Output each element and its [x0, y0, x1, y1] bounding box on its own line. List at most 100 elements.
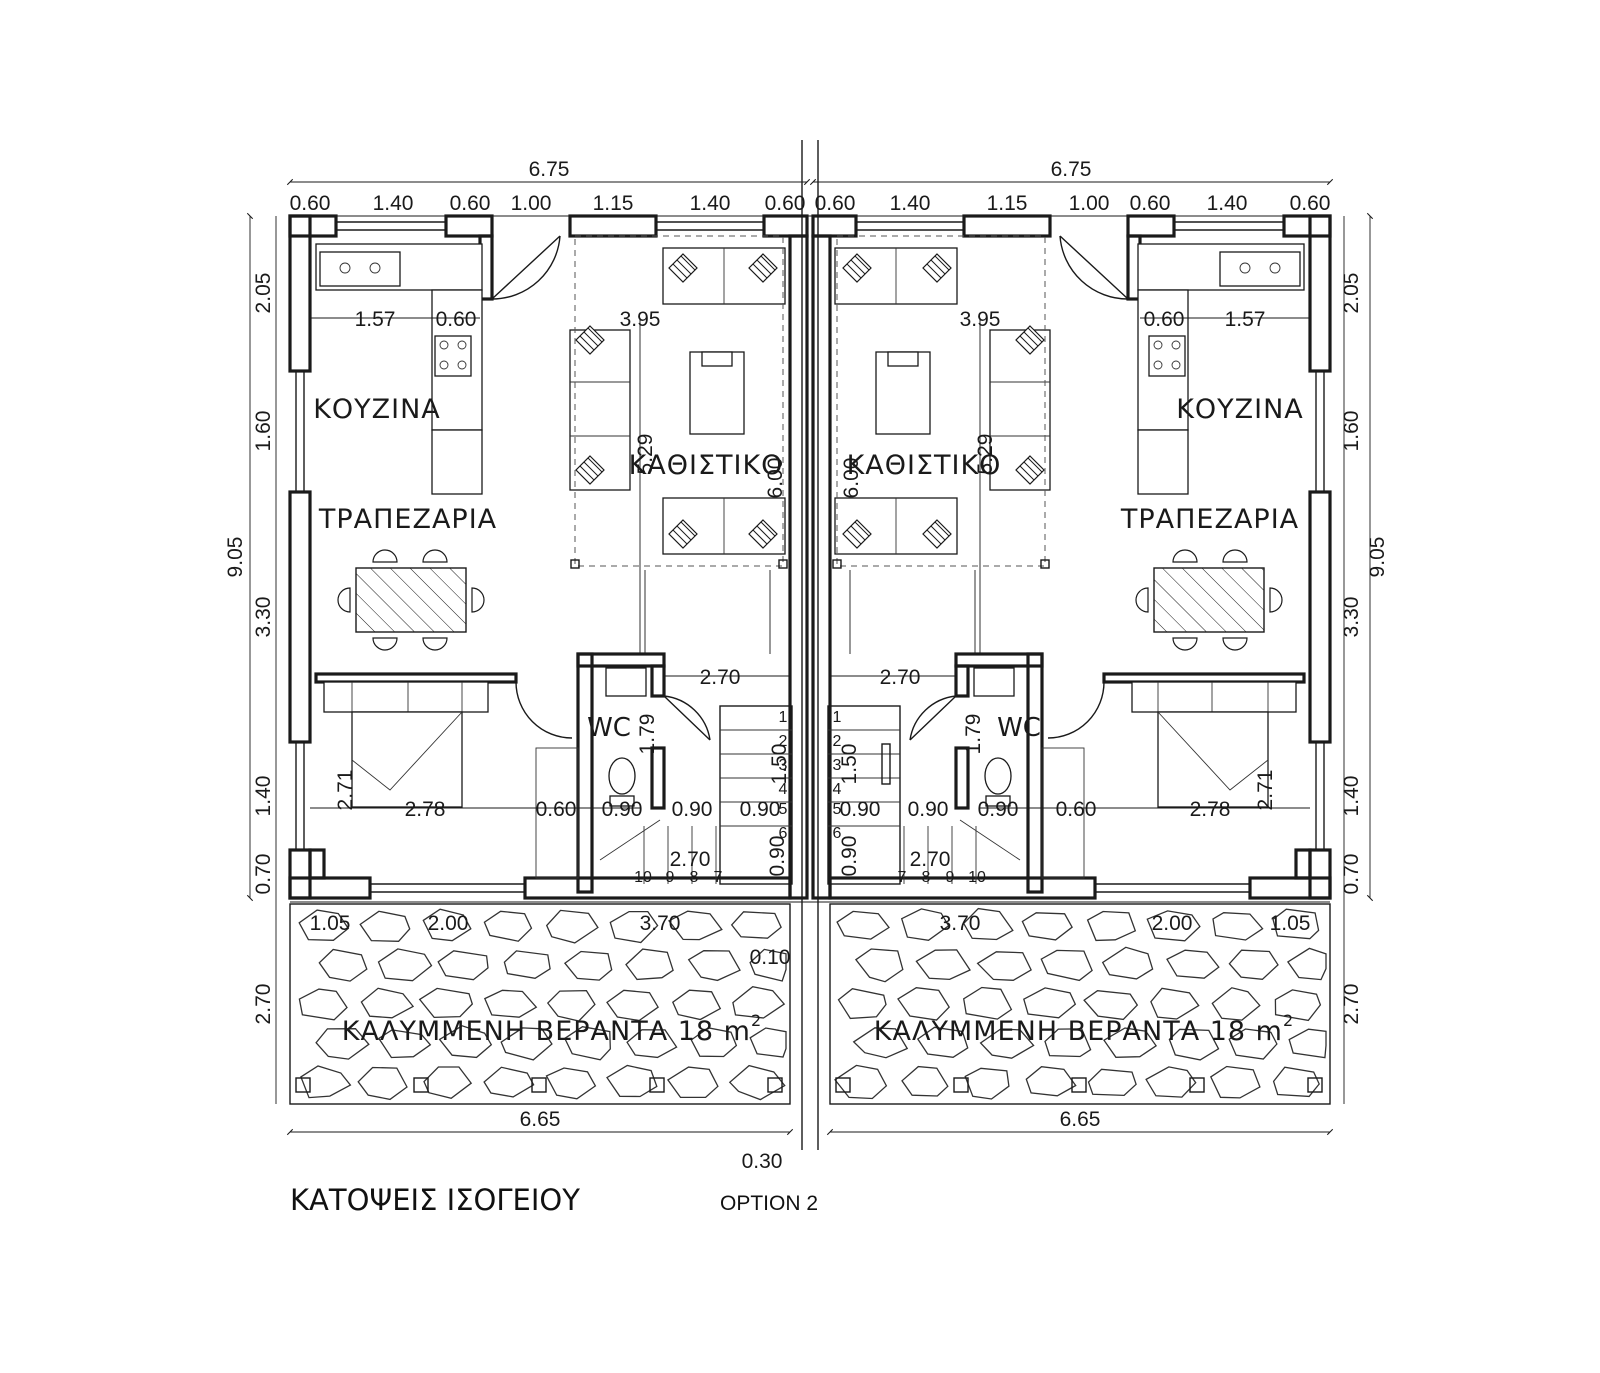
paving-stone [298, 909, 350, 941]
dim-bottom-total-right: 6.65 [1060, 1108, 1101, 1131]
paving-stone [668, 910, 723, 941]
paving-stone [377, 948, 433, 982]
paving-stone [1288, 1028, 1327, 1059]
dim-landing: 2.70 [910, 848, 951, 871]
paving-stone [360, 987, 415, 1019]
chair [1172, 637, 1198, 651]
wall [568, 214, 658, 238]
paving-stone [897, 987, 951, 1021]
room-label-dining: ΤΡΑΠΕΖΑΡΙΑ [1120, 504, 1299, 535]
wall [954, 664, 970, 698]
paving-stone [1209, 1065, 1261, 1099]
dim-wc-h: 1.79 [636, 714, 659, 755]
dim-top-seg: 0.60 [1290, 192, 1331, 215]
step-number: 7 [714, 869, 723, 886]
paving-stone [1166, 949, 1220, 979]
paving-stone [418, 987, 474, 1019]
dim-top-seg: 0.60 [290, 192, 331, 215]
dim-left-total: 9.05 [224, 537, 247, 578]
stove-icon [434, 335, 472, 377]
entrance-door [491, 235, 561, 300]
drawing-option: OPTION 2 [720, 1192, 818, 1215]
veranda-column [953, 1077, 969, 1093]
dim-counter-w: 0.60 [436, 308, 477, 331]
wall [288, 490, 312, 744]
paving-stone [1168, 1028, 1220, 1061]
bed-headboard [323, 681, 489, 713]
bedroom-door [1047, 681, 1105, 739]
wall [1102, 672, 1306, 684]
paving-stone [563, 1026, 611, 1061]
dim-right-seg: 2.05 [1340, 273, 1363, 314]
paving-stone [1103, 1027, 1158, 1058]
veranda-column [649, 1077, 665, 1093]
dim-right-seg: 0.70 [1340, 854, 1363, 895]
wall [288, 848, 312, 900]
paving-stone [962, 907, 1014, 941]
dim-kitchen-w: 1.57 [1225, 308, 1266, 331]
room-label-veranda: ΚΑΛΥΜΜΕΝΗ ΒΕΡΑΝΤΑ 18 m2 [874, 1011, 1294, 1047]
paving-stone [1086, 910, 1137, 942]
dim-veranda-right: 2.70 [1340, 984, 1363, 1025]
sink-icon [1219, 251, 1301, 287]
room-label-living: ΚΑΘΙΣΤΙΚΟ [847, 450, 1002, 481]
chair [422, 549, 448, 563]
dim-top-seg: 1.15 [593, 192, 634, 215]
paving-stone [1044, 1028, 1092, 1058]
paving-stone [503, 950, 551, 979]
paving-stone [422, 908, 472, 942]
dim-living-w: 3.95 [620, 308, 661, 331]
veranda-column [413, 1077, 429, 1093]
step-number: 6 [833, 825, 842, 842]
dim-front-seg: 3.70 [940, 912, 981, 935]
wall [1308, 490, 1332, 744]
dim-front-seg: 2.00 [1152, 912, 1193, 935]
dim-bed-w: 2.78 [405, 798, 446, 821]
dim-hall-w: 2.70 [700, 666, 741, 689]
dim-top-total-left: 6.75 [529, 158, 570, 181]
toilet-icon [608, 757, 636, 795]
paving-stone [1040, 949, 1093, 982]
dim-front-seg: 1.05 [1270, 912, 1311, 935]
veranda-right [829, 903, 1331, 1105]
chair [1269, 587, 1283, 613]
step-number: 5 [833, 801, 842, 818]
dimension-lines [246, 178, 1374, 1136]
step-number: 1 [833, 709, 842, 726]
dashed-outline [836, 235, 1046, 567]
paving-stone [836, 910, 890, 940]
dim-gap: 0.90 [672, 798, 713, 821]
room-label-dining: ΤΡΑΠΕΖΑΡΙΑ [318, 504, 497, 535]
wc-door [663, 695, 711, 741]
dim-bed-h: 2.71 [334, 770, 357, 811]
paving-stone [687, 950, 741, 982]
paving-stone [1101, 946, 1154, 980]
paving-stone [625, 948, 674, 981]
veranda-column [295, 1077, 311, 1093]
wall [314, 672, 518, 684]
dim-counter-w: 0.60 [1144, 308, 1185, 331]
dim-wc-h: 1.79 [962, 714, 985, 755]
stone-paving [295, 907, 1327, 1101]
paving-stone [964, 1067, 1010, 1100]
wall [954, 652, 1044, 668]
fridge [431, 429, 483, 495]
paving-stone [1272, 1066, 1320, 1098]
paving-stone [1150, 987, 1200, 1020]
room-label-wc: WC [587, 713, 631, 743]
paving-stone [1083, 990, 1139, 1021]
dim-top-seg: 1.15 [987, 192, 1028, 215]
step-number: 5 [779, 801, 788, 818]
veranda-column [1307, 1077, 1323, 1093]
paving-stone [749, 948, 787, 982]
wall [523, 876, 792, 900]
wall [954, 746, 970, 810]
step-number: 10 [968, 869, 986, 886]
step-number: 8 [690, 869, 699, 886]
dim-left-seg: 1.60 [252, 411, 275, 452]
wall [788, 234, 809, 900]
dim-front-seg: 2.00 [428, 912, 469, 935]
step-number: 3 [833, 757, 842, 774]
paving-stone [318, 948, 368, 982]
paving-stone [377, 1029, 432, 1059]
